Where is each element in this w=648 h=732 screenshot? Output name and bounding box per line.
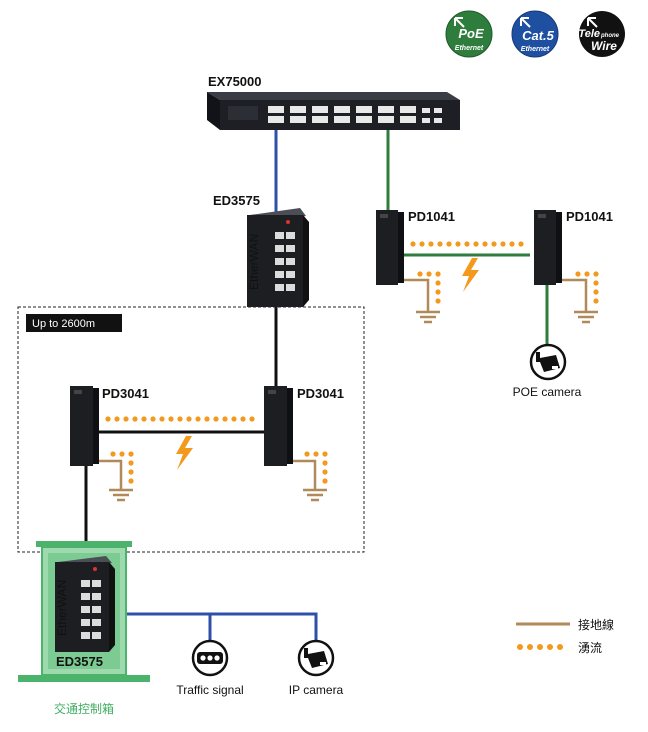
pd3041-ground-wires — [99, 459, 327, 502]
poe-badge-sub: Ethernet — [455, 45, 484, 52]
pd1041-surge-dots — [410, 241, 599, 304]
pd3041-left-label: PD3041 — [102, 386, 149, 401]
ed3575-bottom-device: EtherWAN — [55, 556, 115, 652]
pd3041-lightning-icon — [176, 436, 193, 470]
legend: 接地線 湧流 — [516, 617, 614, 655]
pd3041-left-device — [70, 386, 99, 466]
pd1041-right-label: PD1041 — [566, 209, 613, 224]
traffic-signal-label: Traffic signal — [176, 683, 243, 697]
switch-label: EX75000 — [208, 74, 262, 89]
cat5-badge-main: Cat.5 — [522, 28, 555, 43]
pd1041-lightning-icon — [462, 258, 479, 292]
poe-camera-icon — [529, 343, 567, 381]
ed-top-face-text: EtherWAN — [247, 234, 261, 290]
ed-top-label: ED3575 — [213, 193, 260, 208]
tele-badge-small: phone — [600, 33, 620, 39]
telephone-wire-badge: Tele phone Wire — [578, 11, 625, 57]
ip-camera-icon — [297, 639, 335, 677]
tele-badge-main: Tele — [578, 28, 600, 40]
range-label: Up to 2600m — [32, 318, 95, 330]
ip-camera-label: IP camera — [289, 683, 344, 697]
pd3041-surge-dots — [105, 416, 328, 484]
cat5-ethernet-badge: Cat.5 Ethernet — [511, 10, 559, 58]
ed-bottom-label: ED3575 — [56, 654, 103, 669]
legend-surge-dots — [517, 644, 563, 650]
pd3041-right-device — [264, 386, 293, 466]
ex75000-switch — [207, 92, 460, 130]
legend-ground-label: 接地線 — [578, 617, 614, 632]
poe-camera-label: POE camera — [513, 385, 582, 399]
range-box — [17, 306, 365, 553]
ed3575-top-device: EtherWAN — [247, 208, 309, 307]
pd1041-right-device — [534, 210, 562, 285]
cat5-badge-sub: Ethernet — [521, 46, 550, 53]
pd3041-right-label: PD3041 — [297, 386, 344, 401]
poe-badge-main: PoE — [458, 26, 484, 41]
pd1041-left-label: PD1041 — [408, 209, 455, 224]
pd1041-ground-wires — [404, 278, 598, 324]
cabinet-label: 交通控制箱 — [54, 701, 114, 716]
legend-surge-label: 湧流 — [578, 641, 602, 655]
traffic-signal-icon — [191, 639, 229, 677]
ed-bottom-face-text: EtherWAN — [55, 580, 69, 636]
tele-badge-sub: Wire — [591, 39, 617, 53]
poe-ethernet-badge: PoE Ethernet — [445, 10, 493, 58]
ed-to-endpoints-line — [112, 612, 318, 640]
pd1041-left-device — [376, 210, 404, 285]
range-label-box — [26, 314, 122, 332]
